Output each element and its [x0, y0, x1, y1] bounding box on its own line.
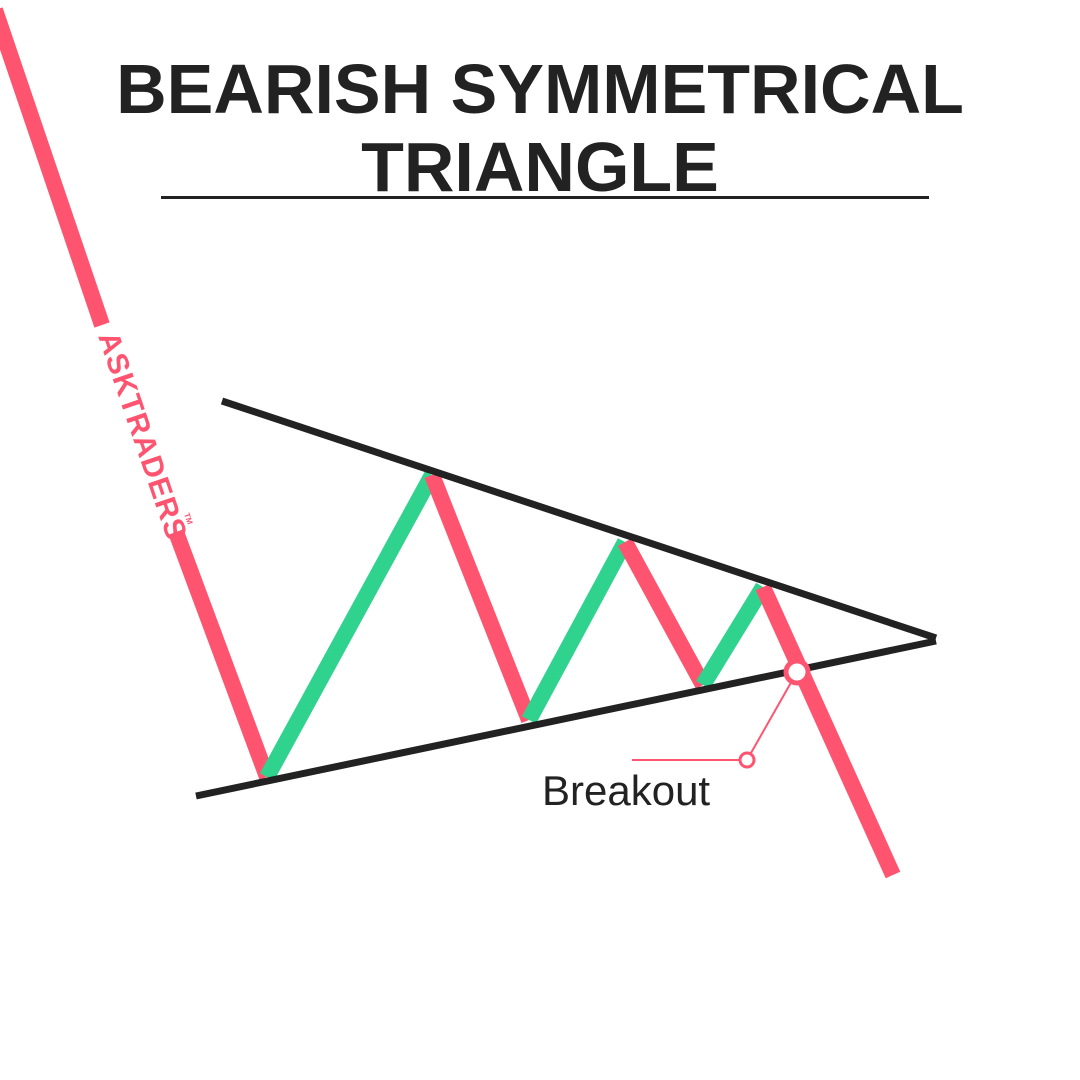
title-line-1: BEARISH SYMMETRICAL — [116, 50, 964, 128]
downtrend-leg-upper — [0, 7, 110, 328]
price-swing-down-1 — [424, 472, 537, 723]
breakout-leader-node — [738, 751, 756, 769]
downtrend-leg-lower — [168, 529, 275, 780]
watermark-text: ASKTRADERS — [91, 328, 193, 545]
price-swing-down-2 — [617, 538, 711, 689]
breakout-leg — [755, 583, 901, 879]
title-line-2: TRIANGLE — [361, 128, 719, 206]
price-swing-up-1 — [259, 471, 440, 781]
breakout-label: Breakout — [542, 767, 710, 814]
breakout-point-marker — [783, 658, 811, 686]
watermark-trademark: TM — [182, 512, 194, 526]
upper-trendline — [220, 397, 938, 642]
lower-trendline — [195, 637, 937, 800]
price-swing-up-3 — [696, 582, 770, 690]
title-underline — [161, 196, 929, 199]
price-swing-up-2 — [521, 538, 633, 724]
page-title: BEARISH SYMMETRICAL TRIANGLE — [0, 50, 1080, 206]
